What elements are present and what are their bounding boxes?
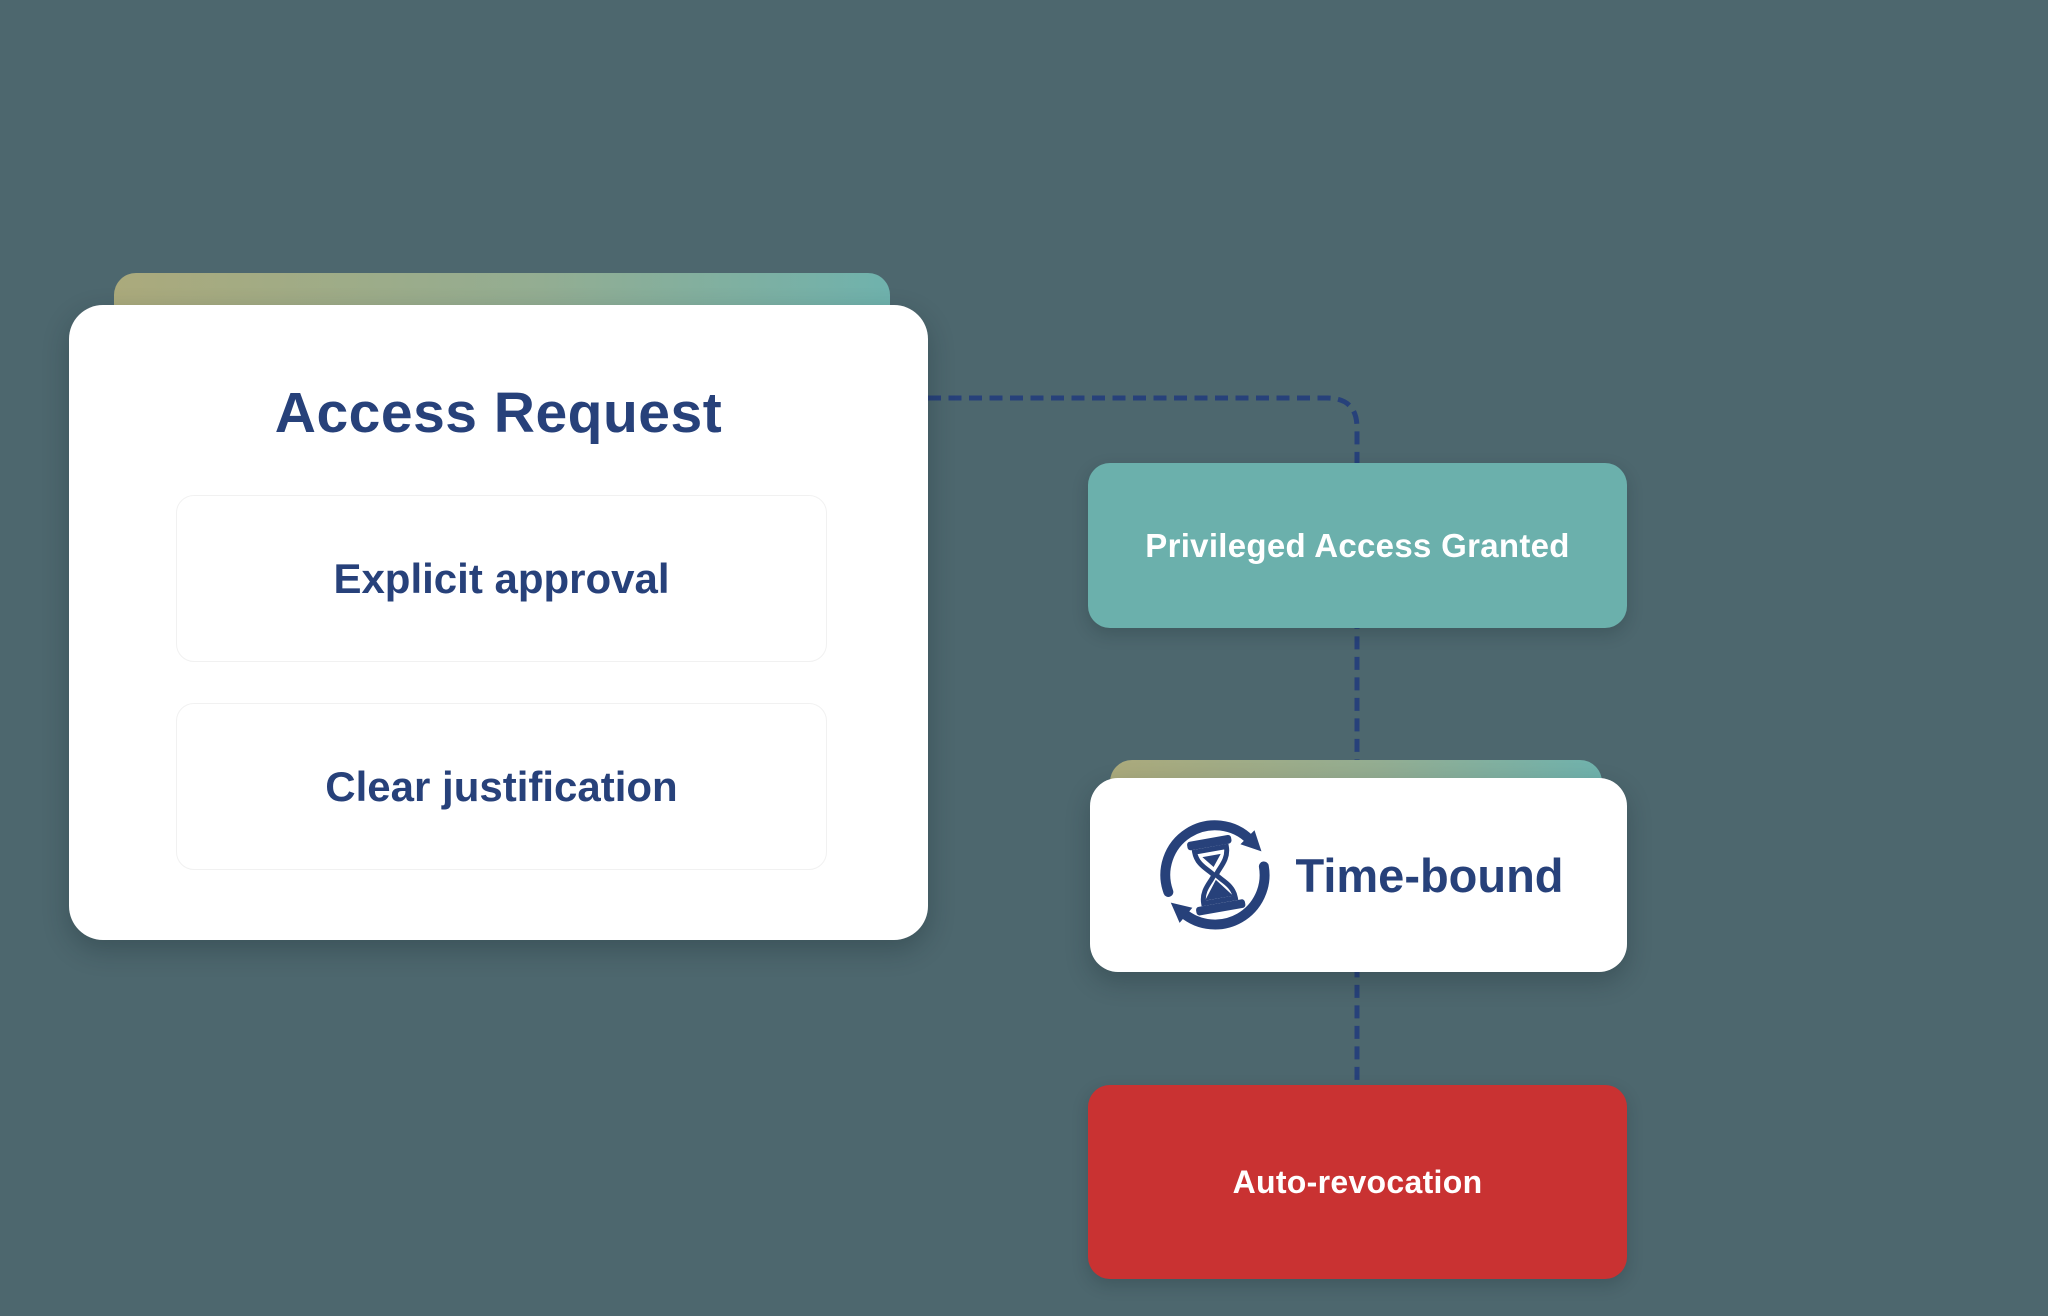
access-request-card: Access Request Explicit approval Clear j… bbox=[69, 305, 928, 940]
item-label: Clear justification bbox=[325, 762, 678, 810]
access-request-item-explicit-approval: Explicit approval bbox=[176, 495, 827, 662]
item-label: Explicit approval bbox=[333, 554, 670, 602]
access-request-item-clear-justification: Clear justification bbox=[176, 703, 827, 870]
auto-revocation-node: Auto-revocation bbox=[1088, 1085, 1627, 1279]
node-label: Privileged Access Granted bbox=[1145, 526, 1570, 564]
time-bound-node: Time-bound bbox=[1090, 778, 1627, 972]
access-request-title: Access Request bbox=[274, 381, 723, 445]
hourglass-cycle-icon bbox=[1160, 820, 1270, 930]
node-label: Time-bound bbox=[1295, 848, 1564, 902]
node-label: Auto-revocation bbox=[1232, 1163, 1483, 1200]
privileged-access-granted-node: Privileged Access Granted bbox=[1088, 463, 1627, 628]
